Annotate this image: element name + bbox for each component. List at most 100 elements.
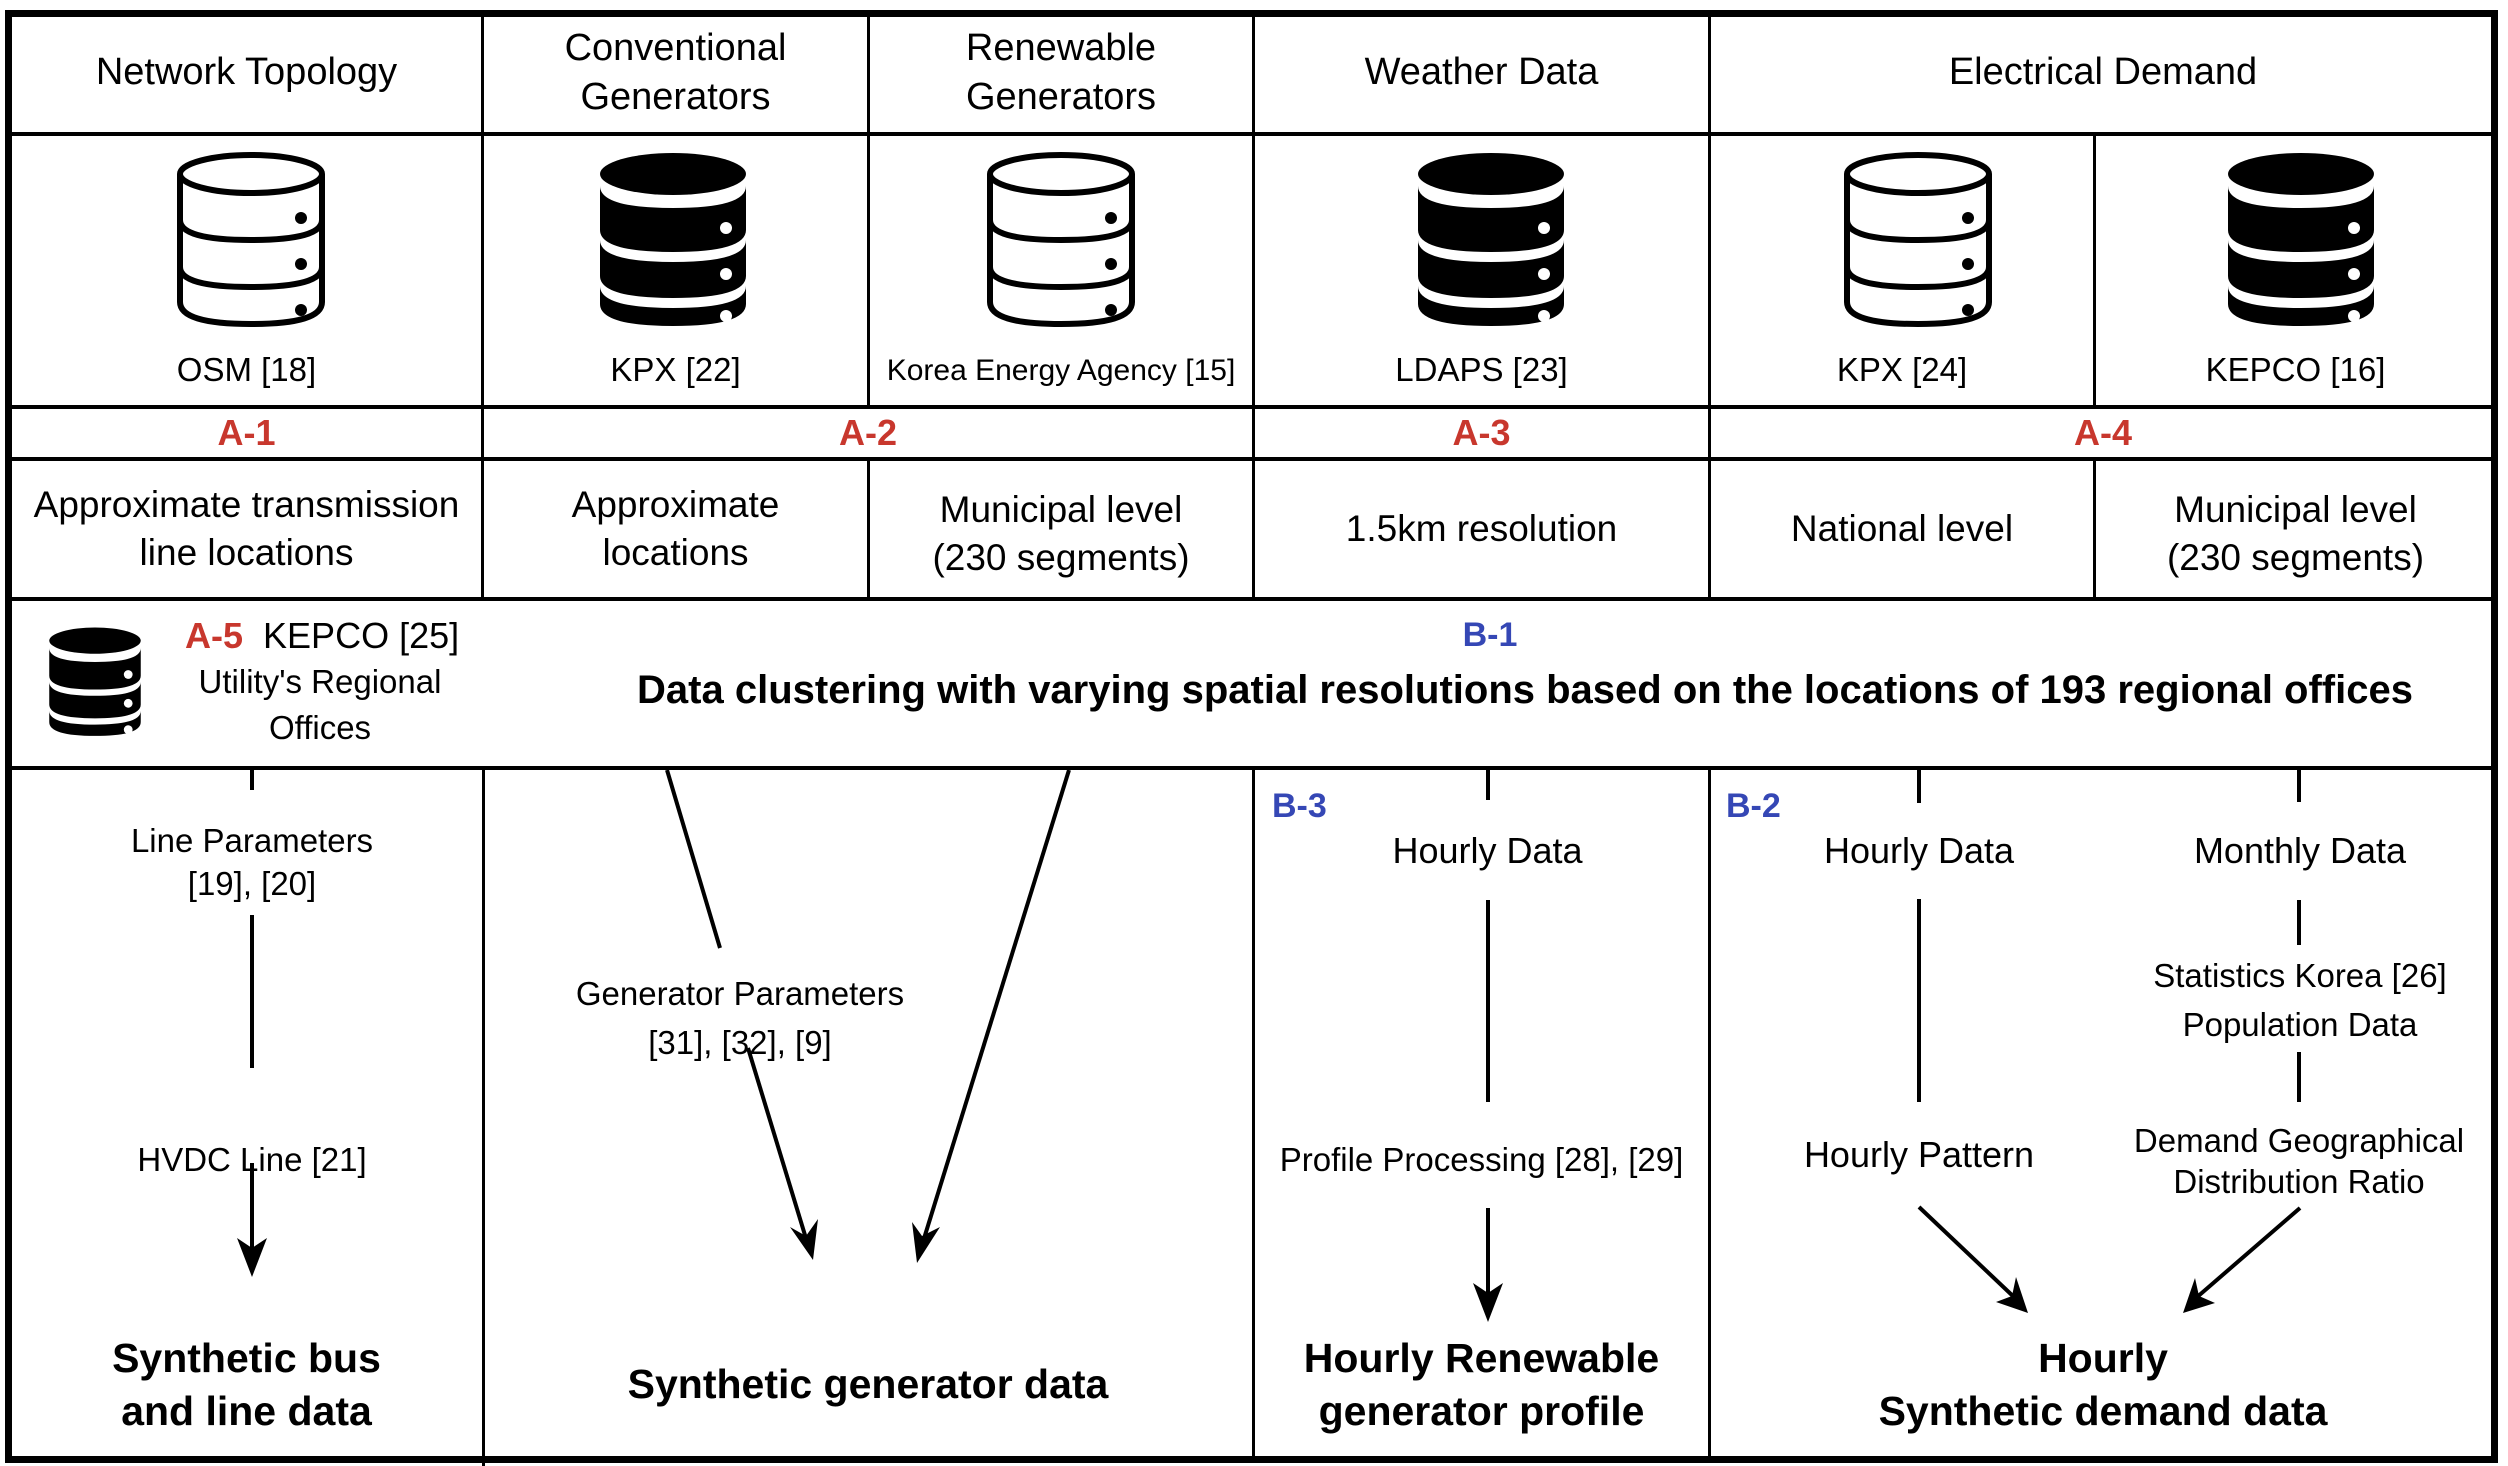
header-weather-data: Weather Data <box>1255 14 1708 132</box>
step-generator-parameters: Generator Parameters [31], [32], [9] <box>540 968 940 1068</box>
result-synthetic-bus-line: Synthetic bus and line data <box>12 1325 481 1445</box>
resolution-conventional-line2: locations <box>602 532 749 573</box>
step-profile-processing-text: Profile Processing [28], [29] <box>1279 1140 1684 1178</box>
divider-header-row <box>8 132 2495 136</box>
step-statistics-korea-line2: Population Data <box>2182 1006 2418 1043</box>
divider-label-row <box>8 457 2495 461</box>
divider-bottom-col-1 <box>482 768 485 1466</box>
a5-description: Utility's Regional Offices <box>185 659 455 751</box>
section-label-a2-text: A-2 <box>838 411 897 453</box>
resolution-conventional-line1: Approximate <box>571 483 780 525</box>
step-statistics-korea: Statistics Korea [26] Population Data <box>2110 950 2490 1050</box>
divider-col-2-res <box>867 459 870 598</box>
a5-source-name: KEPCO [25] <box>263 615 460 656</box>
step-statistics-korea-line1: Statistics Korea [26] <box>2153 956 2447 994</box>
step-distribution-ratio-line2: Distribution Ratio <box>2173 1163 2425 1200</box>
result-generator-text: Synthetic generator data <box>627 1361 1109 1408</box>
result-demand-line2: Synthetic demand data <box>1878 1388 2328 1434</box>
section-label-b2: B-2 <box>1726 787 1781 826</box>
divider-bottom-col-3 <box>1252 768 1255 1458</box>
section-label-b3: B-3 <box>1272 787 1327 826</box>
step-generator-parameters-line1: Generator Parameters <box>575 974 905 1012</box>
source-ldaps-label: LDAPS [23] <box>1395 350 1568 388</box>
a5-description-line2: Offices <box>268 709 372 747</box>
generator-connector-renewable <box>920 769 1071 1246</box>
resolution-transmission-line2: line locations <box>139 532 354 573</box>
resolution-demand-municipal-line2: (230 segments) <box>2166 537 2425 578</box>
source-korea-energy-agency: Korea Energy Agency [15] <box>870 345 1252 395</box>
resolution-renewable-line1: Municipal level <box>939 488 1183 530</box>
database-filled-icon <box>49 627 141 736</box>
section-label-a3: A-3 <box>1255 409 1708 457</box>
divider-col-5-top <box>2093 134 2096 406</box>
resolution-weather: 1.5km resolution <box>1255 461 1708 597</box>
section-label-b2-text: B-2 <box>1726 787 1781 825</box>
resolution-transmission-line1: Approximate transmission <box>33 483 460 525</box>
source-ldaps: LDAPS [23] <box>1255 345 1708 395</box>
header-network-topology: Network Topology <box>12 14 481 132</box>
section-label-b1: B-1 <box>1390 610 1590 660</box>
resolution-demand-national: National level <box>1711 461 2093 597</box>
section-label-b1-text: B-1 <box>1462 615 1518 654</box>
a5-description-line1: Utility's Regional <box>198 663 442 700</box>
divider-col-2-top <box>867 12 870 406</box>
result-hourly-synthetic-demand: Hourly Synthetic demand data <box>1711 1325 2495 1445</box>
result-synthetic-generator: Synthetic generator data <box>484 1350 1252 1420</box>
source-kpx-24: KPX [24] <box>1711 345 2093 395</box>
step-line-parameters-line2: [19], [20] <box>187 865 317 902</box>
database-filled-icon <box>1418 153 1564 326</box>
header-conventional-generators: Conventional Generators <box>484 14 867 132</box>
divider-col-3 <box>1252 12 1255 598</box>
divider-col-1 <box>481 12 484 598</box>
step-demand-monthly-data-text: Monthly Data <box>2193 829 2407 871</box>
section-label-a5: A-5 <box>185 615 244 656</box>
generator-connector-conventional-2 <box>746 1047 810 1246</box>
divider-source-row <box>8 405 2495 409</box>
database-filled-icon <box>2228 153 2374 326</box>
header-renewable-line1: Renewable <box>965 26 1157 69</box>
header-electrical-demand: Electrical Demand <box>1711 14 2495 132</box>
divider-resolution-row <box>8 597 2495 601</box>
resolution-renewable: Municipal level (230 segments) <box>870 466 1252 602</box>
source-kpx-22: KPX [22] <box>484 345 867 395</box>
step-renewable-hourly-data: Hourly Data <box>1300 826 1675 876</box>
section-label-a4-text: A-4 <box>2073 411 2132 453</box>
source-osm-label: OSM [18] <box>176 350 317 388</box>
step-line-parameters: Line Parameters [19], [20] <box>40 818 464 908</box>
resolution-demand-national-text: National level <box>1790 507 2014 549</box>
database-filled-icon <box>600 153 746 326</box>
diagram-frame <box>5 10 2498 1463</box>
header-renewable-generators: Renewable Generators <box>870 14 1252 132</box>
step-line-parameters-line1: Line Parameters <box>130 822 374 860</box>
header-conventional-line1: Conventional <box>564 26 787 69</box>
a5-source-block: A-5 KEPCO [25] Utility's Regional Office… <box>185 615 485 751</box>
divider-col-4 <box>1708 12 1711 598</box>
step-demand-monthly-data: Monthly Data <box>2110 826 2490 876</box>
header-conventional-line2: Generators <box>580 76 771 118</box>
section-label-a1: A-1 <box>12 409 481 457</box>
step-hvdc-line-text: HVDC Line [21] <box>137 1141 367 1179</box>
demand-monthly-connector-4 <box>2194 1206 2302 1300</box>
database-outline-icon <box>177 152 325 328</box>
source-kpx-24-label: KPX [24] <box>1836 350 1968 388</box>
arrowhead-renewable <box>1473 1283 1503 1322</box>
section-label-b3-text: B-3 <box>1272 787 1327 825</box>
arrowhead-generator-conventional <box>790 1219 818 1260</box>
result-bus-line2: and line data <box>121 1388 372 1434</box>
section-label-a1-text: A-1 <box>217 411 276 453</box>
result-hourly-renewable-profile: Hourly Renewable generator profile <box>1255 1325 1708 1445</box>
source-kpx-22-label: KPX [22] <box>610 350 741 388</box>
divider-col-5-res <box>2093 459 2096 598</box>
result-demand-line1: Hourly <box>2038 1334 2168 1381</box>
source-osm: OSM [18] <box>12 345 481 395</box>
arrowhead-demand-monthly <box>2183 1278 2215 1313</box>
section-label-a4: A-4 <box>1711 409 2495 457</box>
resolution-renewable-line2: (230 segments) <box>932 537 1190 578</box>
step-demand-hourly-data-text: Hourly Data <box>1823 829 2015 871</box>
step-demand-hourly-pattern-text: Hourly Pattern <box>1803 1133 2035 1175</box>
step-renewable-hourly-data-text: Hourly Data <box>1392 829 1583 871</box>
source-kea-label: Korea Energy Agency [15] <box>886 353 1236 387</box>
a5-header: A-5 KEPCO [25] <box>185 615 485 657</box>
b1-title: Data clustering with varying spatial res… <box>560 660 2490 720</box>
